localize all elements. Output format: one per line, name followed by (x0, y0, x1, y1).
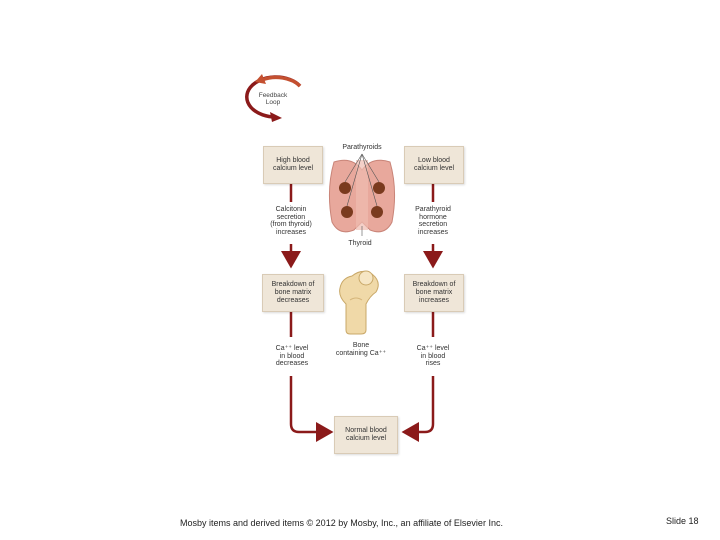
parathyroids-label: Parathyroids (342, 144, 382, 151)
calcitonin-label: Calcitonin secretion (from thyroid) incr… (270, 206, 312, 236)
breakdown-increases-box: Breakdown of bone matrix increases (404, 274, 464, 312)
copyright-footer: Mosby items and derived items © 2012 by … (180, 518, 503, 528)
thyroid-label: Thyroid (348, 240, 372, 247)
slide-number: Slide 18 (666, 516, 699, 526)
high-calcium-box: High blood calcium level (263, 146, 323, 184)
ca-rises-label: Ca⁺⁺ level in blood rises (416, 345, 450, 367)
right-flow-arrows (401, 183, 443, 442)
low-calcium-box: Low blood calcium level (404, 146, 464, 184)
left-flow-arrows (281, 183, 334, 442)
breakdown-decreases-box: Breakdown of bone matrix decreases (262, 274, 324, 312)
thyroid-gland-illustration (328, 153, 396, 236)
normal-calcium-box: Normal blood calcium level (334, 416, 398, 454)
femur-bone-illustration (339, 270, 379, 335)
feedback-loop-icon (245, 74, 302, 122)
pth-label: Parathyroid hormone secretion increases (415, 206, 451, 236)
ca-decreases-label: Ca⁺⁺ level in blood decreases (275, 345, 309, 367)
feedback-loop-label: Feedback Loop (258, 92, 288, 106)
bone-label: Bone containing Ca⁺⁺ (335, 342, 387, 357)
